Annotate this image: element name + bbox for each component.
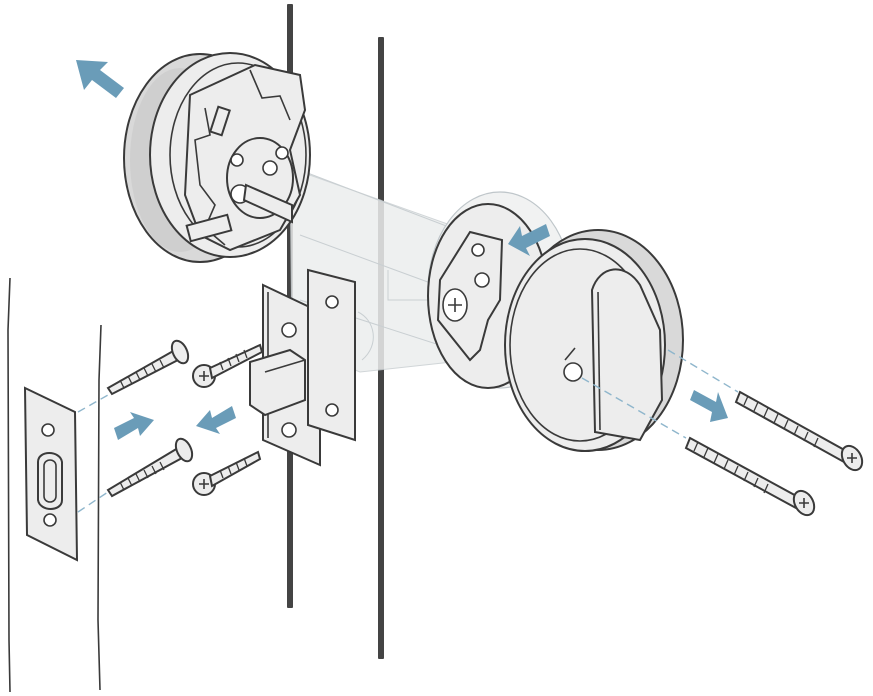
latch-bolt: [249, 268, 356, 467]
long-screw-top: [734, 390, 864, 472]
arrow-interior-out: [76, 60, 124, 98]
latch-screw-top: [192, 343, 264, 388]
arrow-latch-out: [196, 406, 236, 434]
strike-plate: [23, 386, 79, 562]
door-jamb-line-right: [97, 324, 102, 691]
latch-screws: [192, 343, 264, 496]
long-mounting-screws: [684, 390, 864, 517]
arrow-strike-in: [114, 412, 154, 440]
strike-screws: [106, 339, 194, 498]
exterior-thumbturn: [504, 229, 684, 452]
interior-assembly: [123, 52, 311, 263]
strike-screw-bottom: [106, 437, 194, 498]
direction-arrows: [76, 60, 728, 440]
arrow-mounting-plate-in: [508, 224, 550, 256]
arrow-exterior-out: [690, 390, 728, 422]
latch-screw-bottom: [192, 450, 262, 496]
door-jamb-line-left: [7, 277, 11, 693]
guide-lines: [77, 349, 739, 513]
strike-screw-top: [106, 339, 190, 396]
long-screw-bottom: [684, 436, 816, 517]
